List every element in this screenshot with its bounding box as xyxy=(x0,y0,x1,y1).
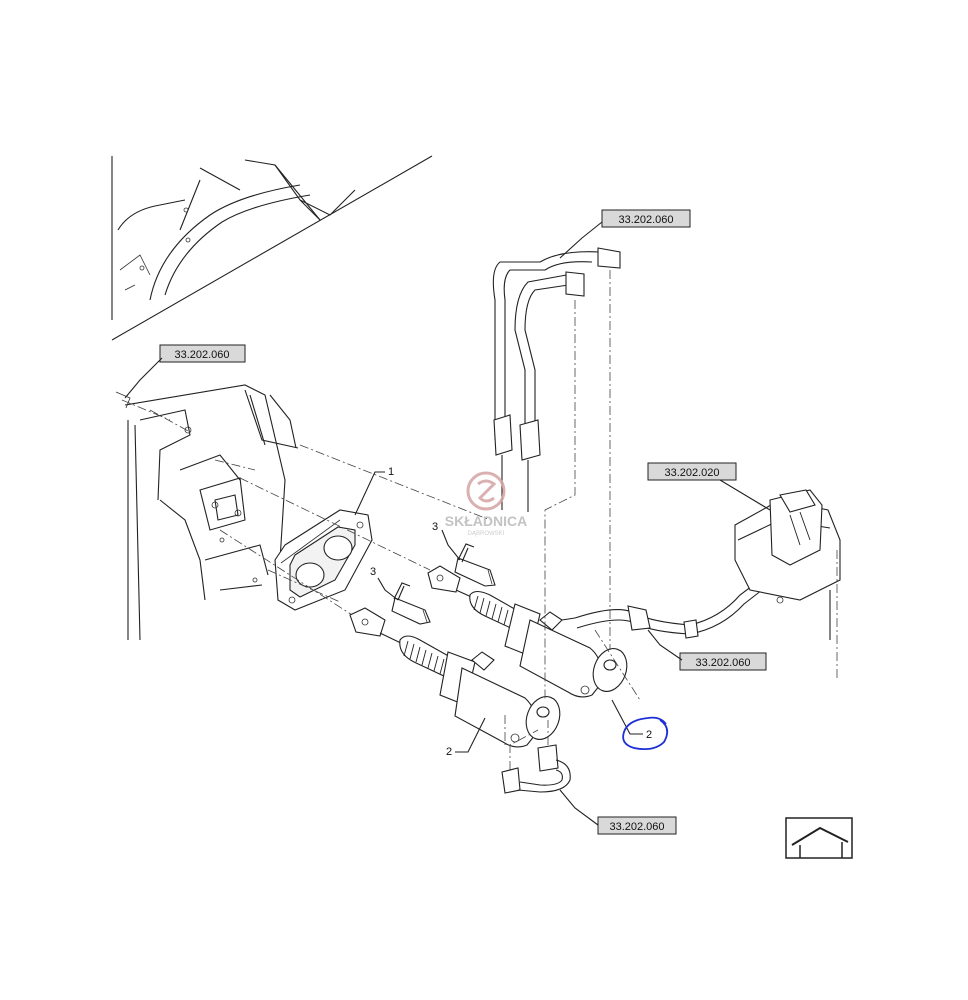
callout-bolt-lower: 3 xyxy=(370,566,399,601)
leader-reservoir xyxy=(719,479,771,511)
leader-top-pipe xyxy=(559,221,603,259)
svg-text:33.202.060: 33.202.060 xyxy=(618,214,673,226)
svg-text:SKŁADNICA: SKŁADNICA xyxy=(445,513,527,529)
leader-left-wall xyxy=(124,357,163,399)
svg-text:1: 1 xyxy=(388,466,394,478)
ref-label-bottom-pipe[interactable]: 33.202.060 xyxy=(597,816,677,835)
ref-label-reservoir[interactable]: 33.202.020 xyxy=(647,462,737,481)
svg-text:33.202.060: 33.202.060 xyxy=(695,657,750,669)
leader-bottom-pipe xyxy=(559,789,599,826)
callout-cylinder-front: 2 xyxy=(446,717,486,758)
assembly-centerlines xyxy=(214,444,491,621)
leader-right-pipe xyxy=(647,629,683,661)
cab-wall-lower xyxy=(115,384,299,641)
fluid-reservoir xyxy=(734,489,841,680)
gasket-part xyxy=(274,509,373,611)
svg-text:2: 2 xyxy=(646,729,652,741)
ref-label-top-pipe[interactable]: 33.202.060 xyxy=(601,209,691,228)
bolt-lower-part xyxy=(391,582,431,625)
svg-text:3: 3 xyxy=(432,521,438,533)
clutch-cylinder-front xyxy=(349,607,561,748)
cab-wall-upper xyxy=(111,155,433,341)
hose-to-reservoir xyxy=(574,579,763,701)
svg-text:33.202.020: 33.202.020 xyxy=(664,467,719,479)
svg-text:33.202.060: 33.202.060 xyxy=(174,349,229,361)
svg-text:3: 3 xyxy=(370,566,376,578)
watermark: SKŁADNICA DĄBROWSKI xyxy=(445,471,527,537)
house-outline-icon[interactable] xyxy=(785,817,853,859)
pipes-upper xyxy=(492,247,621,700)
callout-bolt-upper: 3 xyxy=(432,521,461,561)
svg-text:2: 2 xyxy=(446,746,452,758)
clutch-cylinder-rear xyxy=(427,565,628,698)
callout-gasket: 1 xyxy=(354,466,394,516)
ref-label-left-wall[interactable]: 33.202.060 xyxy=(159,344,246,363)
bolt-upper-part xyxy=(454,543,496,587)
pipes-lower xyxy=(501,715,571,794)
svg-text:DĄBROWSKI: DĄBROWSKI xyxy=(468,531,505,537)
highlight-circle xyxy=(622,716,669,751)
callout-cylinder-rear: 2 xyxy=(611,699,652,741)
svg-text:33.202.060: 33.202.060 xyxy=(609,821,664,833)
ref-label-right-pipe[interactable]: 33.202.060 xyxy=(679,652,767,671)
